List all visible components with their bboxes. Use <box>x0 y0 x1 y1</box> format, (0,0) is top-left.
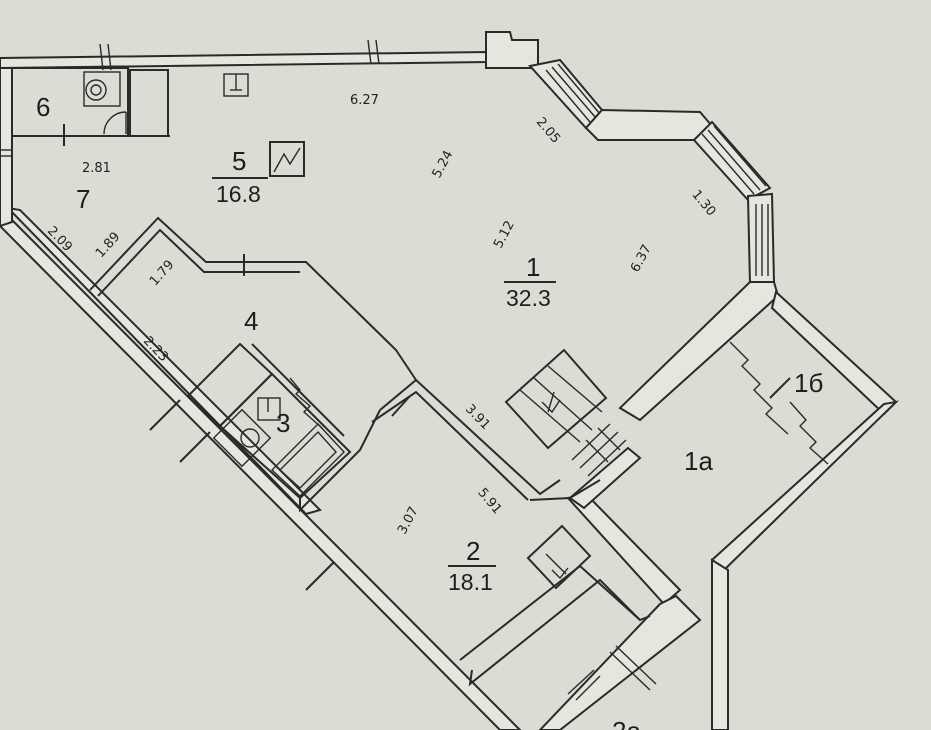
room6-door-arc <box>103 111 127 135</box>
room1b-label: 1б <box>794 368 823 398</box>
dim-5-12: 5.12 <box>491 218 518 251</box>
loggia-glazing <box>729 341 829 465</box>
bay-window-upper <box>545 63 601 123</box>
room2-bottom-wall-inner <box>459 564 651 661</box>
dim-3-91: 3.91 <box>462 402 493 433</box>
dim-3-07: 3.07 <box>395 504 422 537</box>
room6-closet <box>129 69 169 137</box>
top-exterior-wall <box>0 50 489 70</box>
room-partial-label: 2а <box>612 716 641 730</box>
room1-number: 1 <box>526 252 540 282</box>
left-diagonal-exterior <box>0 218 522 730</box>
room3-door-zigzag <box>289 377 323 429</box>
top-wall-window-marks <box>99 39 380 71</box>
wc-icon <box>257 397 281 421</box>
wardrobe-room1 <box>504 348 608 450</box>
room4-label: 4 <box>244 306 258 336</box>
room3-label: 3 <box>276 408 290 438</box>
loggia-wall <box>770 290 898 416</box>
room1-area: 32.3 <box>506 285 551 311</box>
room1a-left-wall <box>568 446 642 510</box>
bottom-right-wall <box>538 594 702 730</box>
bay-wall-right <box>746 192 776 286</box>
room2-left-wall <box>299 409 381 513</box>
room1-room2-partition <box>529 479 601 501</box>
bay-window-right <box>755 204 769 276</box>
wall-stub-2 <box>179 431 211 463</box>
room2-wardrobe <box>526 524 592 590</box>
room6-outline <box>11 67 129 137</box>
room1a-right-wall <box>710 400 899 574</box>
room5-number: 5 <box>232 146 246 176</box>
room1a-label: 1а <box>684 446 713 476</box>
room4-top-wall-inner <box>97 228 300 297</box>
room2-top-wall <box>379 378 561 496</box>
room2-top-wall-inner <box>371 390 529 501</box>
dim-5-24: 5.24 <box>430 148 457 181</box>
room3-inner <box>218 372 352 500</box>
room6-label: 6 <box>36 92 50 122</box>
room4-top-wall <box>89 216 417 381</box>
dim-1-89: 1.89 <box>93 230 124 262</box>
room2-area: 18.1 <box>448 569 493 595</box>
bay-pillar <box>485 31 539 69</box>
dim-1-79: 1.79 <box>147 258 178 290</box>
wall-stub-3 <box>305 561 335 591</box>
wall-stub-1 <box>149 399 181 431</box>
dim-5-91: 5.91 <box>474 485 504 517</box>
left-diagonal-inner <box>5 206 322 516</box>
room2-number: 2 <box>466 536 480 566</box>
dim-1-30: 1.30 <box>688 187 718 219</box>
door-room1-1a <box>571 423 627 477</box>
kitchen-appliance-icon <box>269 141 305 177</box>
room5-area: 16.8 <box>216 181 261 207</box>
room2-door-mark <box>391 395 411 417</box>
loggia-door-line <box>769 377 791 399</box>
dim-6-27: 6.27 <box>350 93 379 108</box>
bay-wall-top <box>584 108 714 141</box>
dim-2-81: 2.81 <box>82 161 111 176</box>
dim-2-05: 2.05 <box>533 115 563 147</box>
right-exterior-lower <box>711 558 729 730</box>
bathtub-icon <box>270 422 345 497</box>
sink-icon <box>212 408 272 468</box>
bottom-window <box>567 645 657 701</box>
right-wall-room1 <box>618 281 780 422</box>
room2-bottom-wall <box>468 578 641 687</box>
left-wall <box>0 67 13 228</box>
bay-window-diagonal <box>701 125 767 195</box>
room3-partition <box>251 343 345 437</box>
dim-6-37: 6.37 <box>628 242 655 275</box>
toilet-icon <box>83 71 121 107</box>
room7-label: 7 <box>76 184 90 214</box>
